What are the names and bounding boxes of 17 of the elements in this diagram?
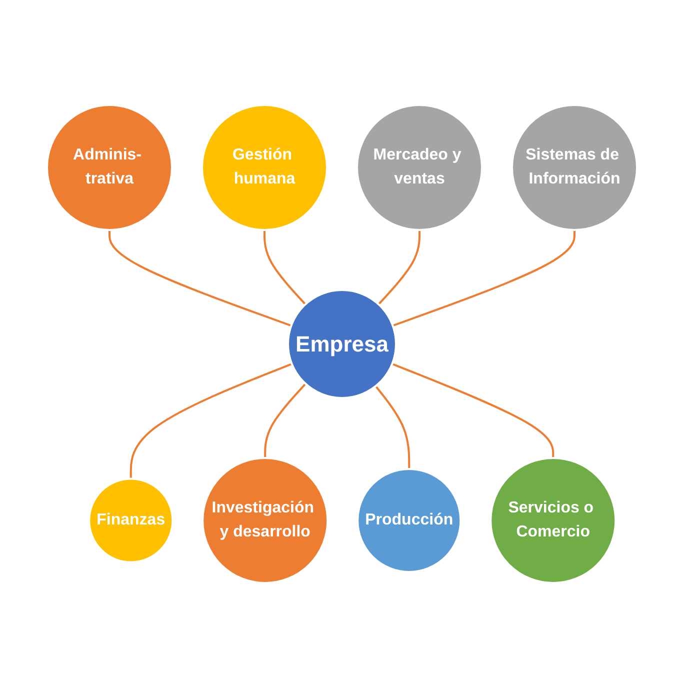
node-circle: Producción: [356, 468, 462, 573]
connector: [108, 230, 292, 327]
connector: [377, 230, 420, 305]
connector: [391, 363, 554, 458]
connector: [129, 363, 292, 479]
node-circle: Empresa: [286, 289, 396, 399]
node-circle: Servicios o Comercio: [489, 456, 616, 584]
node-circle: Finanzas: [88, 478, 174, 564]
node-circle: Mercadeo y ventas: [356, 104, 482, 232]
node-circle: Sistemas de Información: [510, 104, 638, 232]
connector: [264, 383, 306, 458]
connector: [392, 230, 575, 327]
connector: [263, 230, 306, 305]
node-circle: Gestión humana: [200, 104, 328, 232]
node-circle: Adminis- trativa: [46, 104, 172, 232]
node-circle: Investigación y desarrollo: [201, 456, 328, 584]
connector: [374, 386, 410, 469]
